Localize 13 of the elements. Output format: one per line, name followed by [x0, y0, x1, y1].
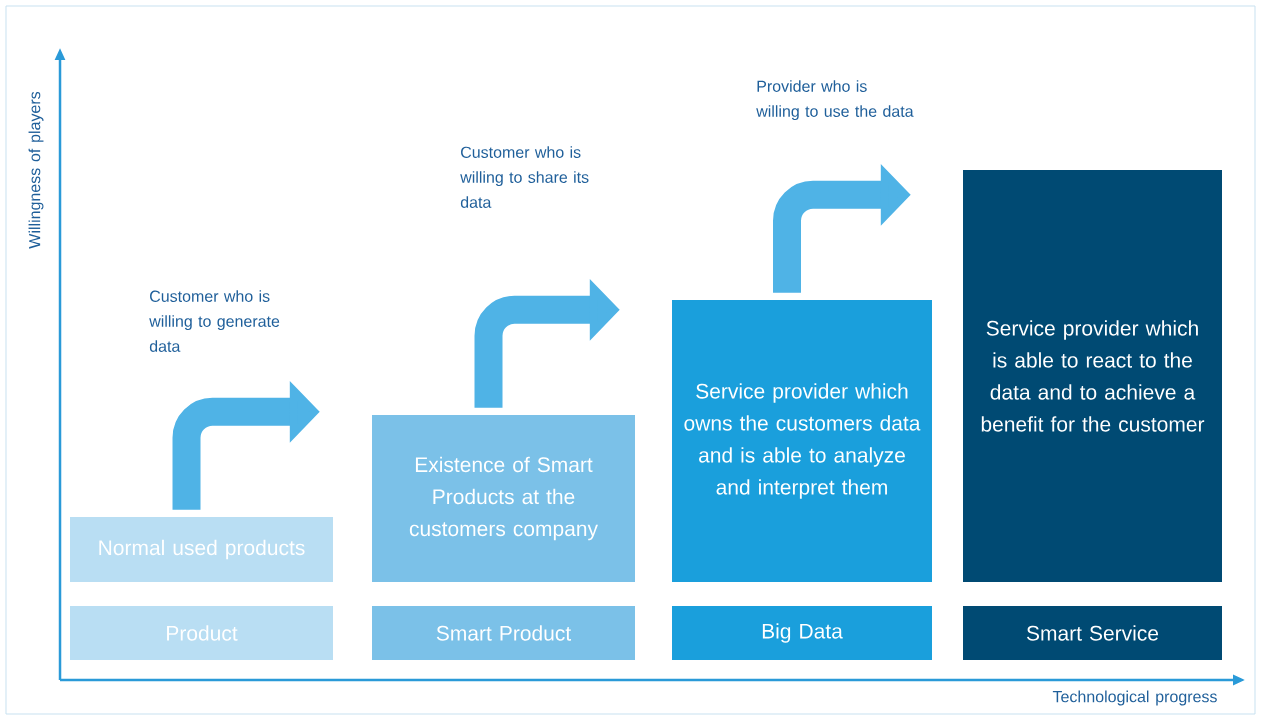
category-box: Smart Service — [963, 606, 1222, 660]
category-box: Smart Product — [372, 606, 635, 660]
axis-label: Technological progress — [1052, 690, 1217, 706]
note-text: Customer who is willing to generate data — [149, 290, 280, 352]
stage-box: Service provider which owns the customers data and is able to analyze and interpret them — [672, 300, 932, 582]
stage-box: Service provider which is able to react to the data and to achieve a benefit for the customer — [963, 170, 1222, 582]
note-text: Customer who is willing to share its data — [460, 146, 589, 208]
stage-box: Normal used products — [70, 517, 333, 582]
stage-box: Existence of Smart Products at the customers company — [372, 415, 635, 582]
axis-label: Willingness of players — [28, 91, 44, 249]
category-box: Product — [70, 606, 333, 660]
note-text: Provider who is willing to use the data — [756, 80, 914, 121]
category-box: Big Data — [672, 606, 932, 660]
